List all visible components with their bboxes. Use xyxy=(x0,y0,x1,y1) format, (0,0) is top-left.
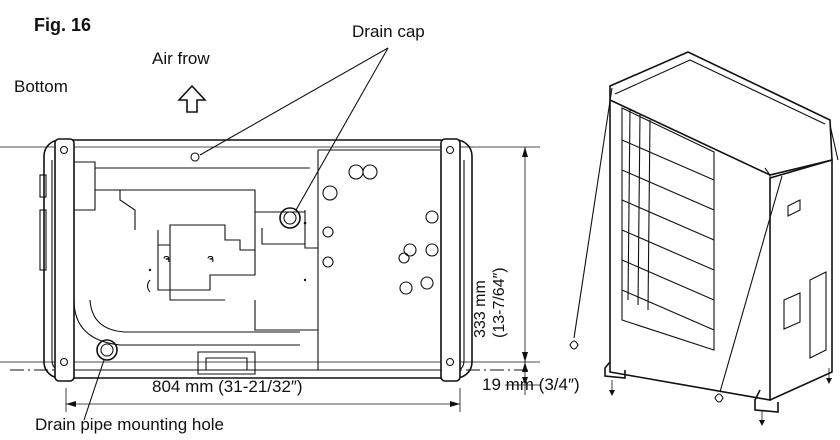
dimension-lines xyxy=(66,147,528,407)
offset-dimension: 19 mm (3/4″) xyxy=(482,375,580,394)
drain-cap-label: Drain cap xyxy=(352,22,425,41)
base-plate: ຈ ຈ xyxy=(39,138,473,382)
unit-perspective xyxy=(569,51,839,426)
drain-pipe-hole xyxy=(96,339,118,361)
drain-cap-large xyxy=(279,207,301,229)
drain-cap-small-hole xyxy=(190,152,200,162)
holes xyxy=(96,152,439,361)
figure-title: Fig. 16 xyxy=(34,15,92,35)
airflow-label: Air frow xyxy=(152,49,210,68)
width-dimension: 804 mm (31-21/32″) xyxy=(152,377,303,396)
depth-dimension-in: (13-7/64″) xyxy=(491,267,508,338)
svg-text:ຈ: ຈ xyxy=(163,253,170,265)
drain-pipe-label: Drain pipe mounting hole xyxy=(35,415,225,434)
up-arrow-icon xyxy=(177,84,207,113)
svg-text:ຈ: ຈ xyxy=(207,253,214,265)
leader-lines xyxy=(83,47,389,421)
view-label: Bottom xyxy=(14,77,68,96)
depth-dimension-mm: 333 mm xyxy=(472,280,489,338)
